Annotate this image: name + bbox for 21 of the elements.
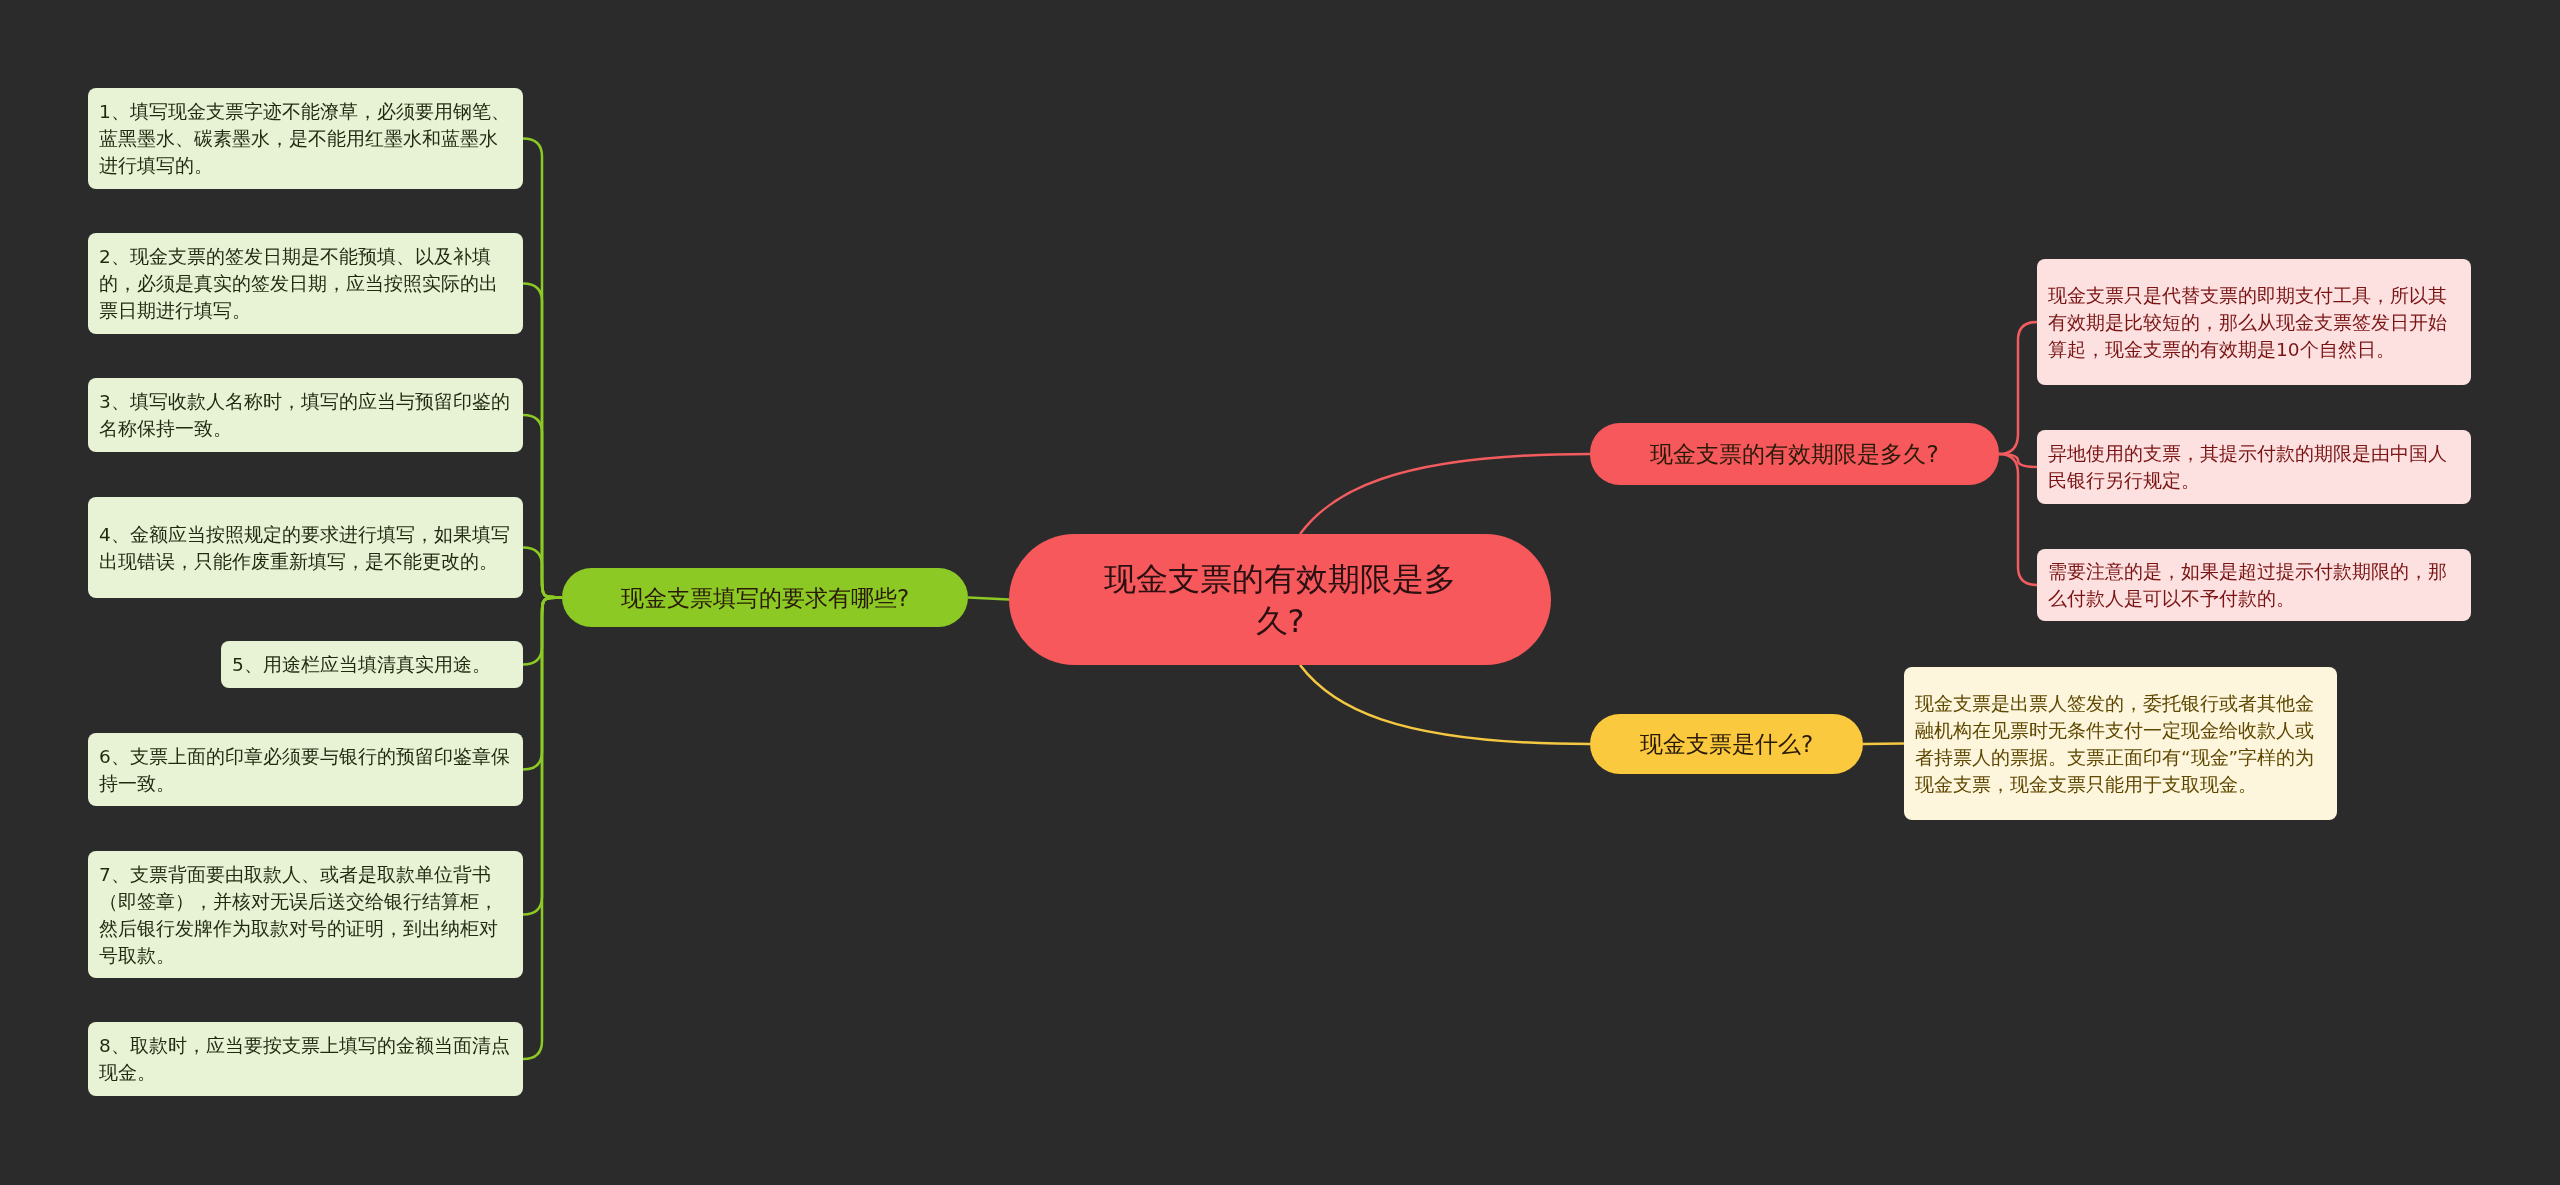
connector-line (967, 596, 1010, 601)
note-card: 异地使用的支票，其提示付款的期限是由中国人民银行另行规定。 (2037, 430, 2471, 504)
central-topic: 现金支票的有效期限是多久? (1009, 534, 1551, 665)
note-card: 7、支票背面要由取款人、或者是取款单位背书（即签章），并核对无误后送交给银行结算柜，然后银行发牌作为取款对号的证明，到出纳柜对号取款。 (88, 851, 523, 978)
topic-pill: 现金支票的有效期限是多久? (1590, 423, 1999, 485)
note-card: 需要注意的是，如果是超过提示付款期限的，那么付款人是可以不予付款的。 (2037, 549, 2471, 621)
note-card: 5、用途栏应当填清真实用途。 (221, 641, 523, 688)
note-card: 6、支票上面的印章必须要与银行的预留印鉴章保持一致。 (88, 733, 523, 806)
connector-line (1299, 452, 1591, 535)
connector-line (1863, 742, 1904, 746)
note-card: 4、金额应当按照规定的要求进行填写，如果填写出现错误，只能作废重新填写，是不能更改的。 (88, 497, 523, 598)
note-card: 8、取款时，应当要按支票上填写的金额当面清点现金。 (88, 1022, 523, 1096)
connector-line (1299, 664, 1591, 746)
connector-line (522, 596, 562, 1061)
note-card: 现金支票是出票人签发的，委托银行或者其他金融机构在见票时无条件支付一定现金给收款人或者持票人的票据。支票正面印有“现金”字样的为现金支票，现金支票只能用于支取现金。 (1904, 667, 2337, 820)
note-card: 3、填写收款人名称时，填写的应当与预留印鉴的名称保持一致。 (88, 378, 523, 452)
note-card: 2、现金支票的签发日期是不能预填、以及补填的，必须是真实的签发日期，应当按照实际的出票日期进行填写。 (88, 233, 523, 334)
note-card: 现金支票只是代替支票的即期支付工具，所以其有效期是比较短的，那么从现金支票签发日开始算起，现金支票的有效期是10个自然日。 (2037, 259, 2471, 385)
topic-pill: 现金支票填写的要求有哪些? (562, 568, 968, 627)
note-card: 1、填写现金支票字迹不能潦草，必须要用钢笔、蓝黑墨水、碳素墨水，是不能用红墨水和蓝墨水进行填写的。 (88, 88, 523, 189)
topic-pill: 现金支票是什么? (1590, 714, 1863, 774)
